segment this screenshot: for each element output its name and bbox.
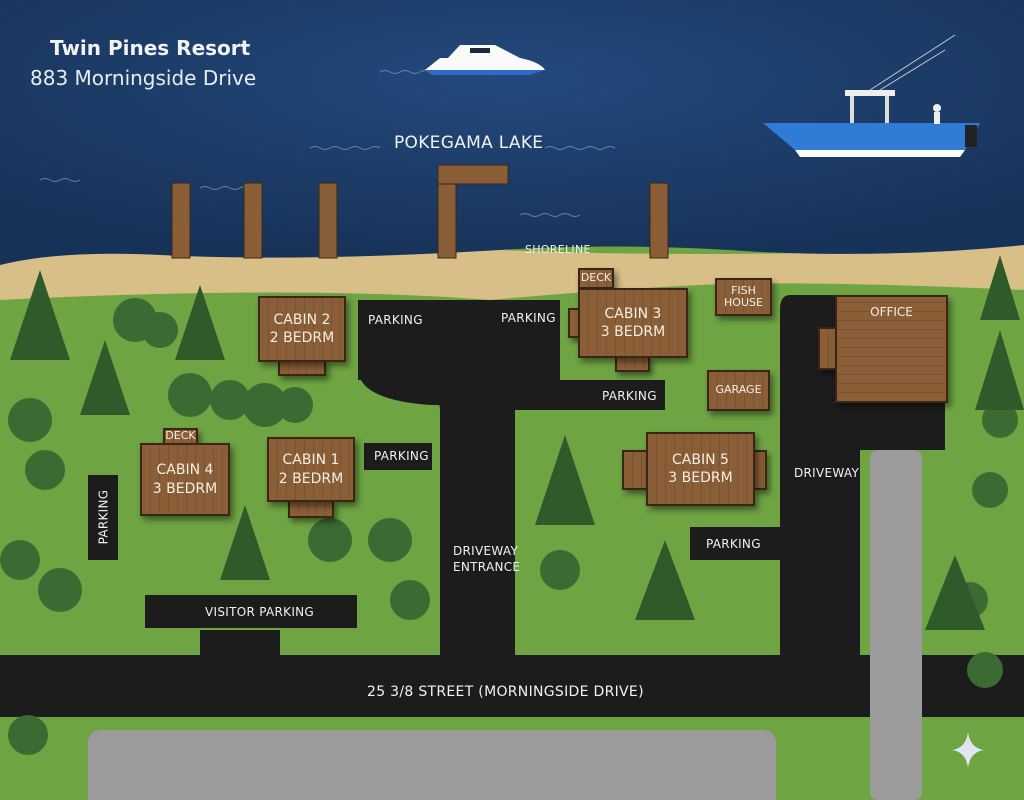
trees bbox=[0, 255, 1024, 755]
driveway-entrance-label: DRIVEWAY bbox=[453, 544, 519, 558]
parking-label: PARKING bbox=[602, 389, 657, 403]
cabin3-deck: DECK bbox=[578, 268, 614, 289]
cabin-beds: 3 BEDRM bbox=[668, 470, 733, 486]
fish-house-label: FISH bbox=[731, 283, 756, 297]
parking-label: PARKING bbox=[96, 489, 111, 545]
sparkle-icon bbox=[952, 732, 984, 768]
sand-beach bbox=[0, 245, 1024, 300]
cabin-2[interactable]: CABIN 2 2 BEDRM bbox=[258, 296, 346, 362]
cabin-5[interactable]: CABIN 5 3 BEDRM bbox=[646, 432, 755, 506]
office[interactable]: OFFICE bbox=[835, 295, 948, 403]
fish-house-label: HOUSE bbox=[724, 296, 763, 309]
cabin2-porch bbox=[278, 360, 326, 376]
cabin3-porch bbox=[615, 356, 650, 372]
parking-label: PARKING bbox=[368, 313, 423, 327]
parking-label: PARKING bbox=[374, 449, 429, 463]
docks bbox=[171, 164, 669, 259]
cabin-3[interactable]: CABIN 3 3 BEDRM bbox=[578, 288, 688, 358]
cabin-beds: 3 BEDRM bbox=[600, 324, 666, 340]
cabin1-porch bbox=[288, 500, 334, 518]
cabin5-side-right bbox=[753, 450, 767, 490]
garage[interactable]: GARAGE bbox=[707, 370, 770, 411]
resort-title: Twin Pines Resort bbox=[50, 36, 251, 60]
parking-lot bbox=[88, 730, 776, 800]
parking-label: PARKING bbox=[706, 537, 761, 551]
cabin-name: CABIN 4 bbox=[156, 462, 214, 479]
street-label: 25 3/8 STREET (MORNINGSIDE DRIVE) bbox=[367, 684, 644, 700]
yacht bbox=[425, 45, 545, 75]
cabin-beds: 2 BEDRM bbox=[278, 470, 344, 487]
cabin-beds: 2 BEDRM bbox=[269, 330, 335, 346]
shoreline-label: SHORELINE bbox=[525, 243, 591, 256]
side-road bbox=[870, 450, 922, 800]
resort-address: 883 Morningside Drive bbox=[30, 66, 257, 90]
parking-label: PARKING bbox=[501, 311, 556, 325]
driveway-label: DRIVEWAY bbox=[794, 466, 860, 480]
cabin-name: CABIN 5 bbox=[672, 451, 729, 468]
cabin-name: CABIN 1 bbox=[282, 452, 340, 469]
cabin-name: CABIN 2 bbox=[273, 311, 331, 328]
lake-label: POKEGAMA LAKE bbox=[394, 133, 544, 153]
fishing-boat bbox=[763, 34, 980, 157]
cabin-beds: 3 BEDRM bbox=[152, 480, 218, 497]
driveway-entrance-label: ENTRANCE bbox=[453, 560, 521, 574]
cabin-name: CABIN 3 bbox=[604, 305, 662, 322]
cabin5-side-left bbox=[622, 450, 648, 490]
visitor-parking-label: VISITOR PARKING bbox=[205, 605, 315, 619]
